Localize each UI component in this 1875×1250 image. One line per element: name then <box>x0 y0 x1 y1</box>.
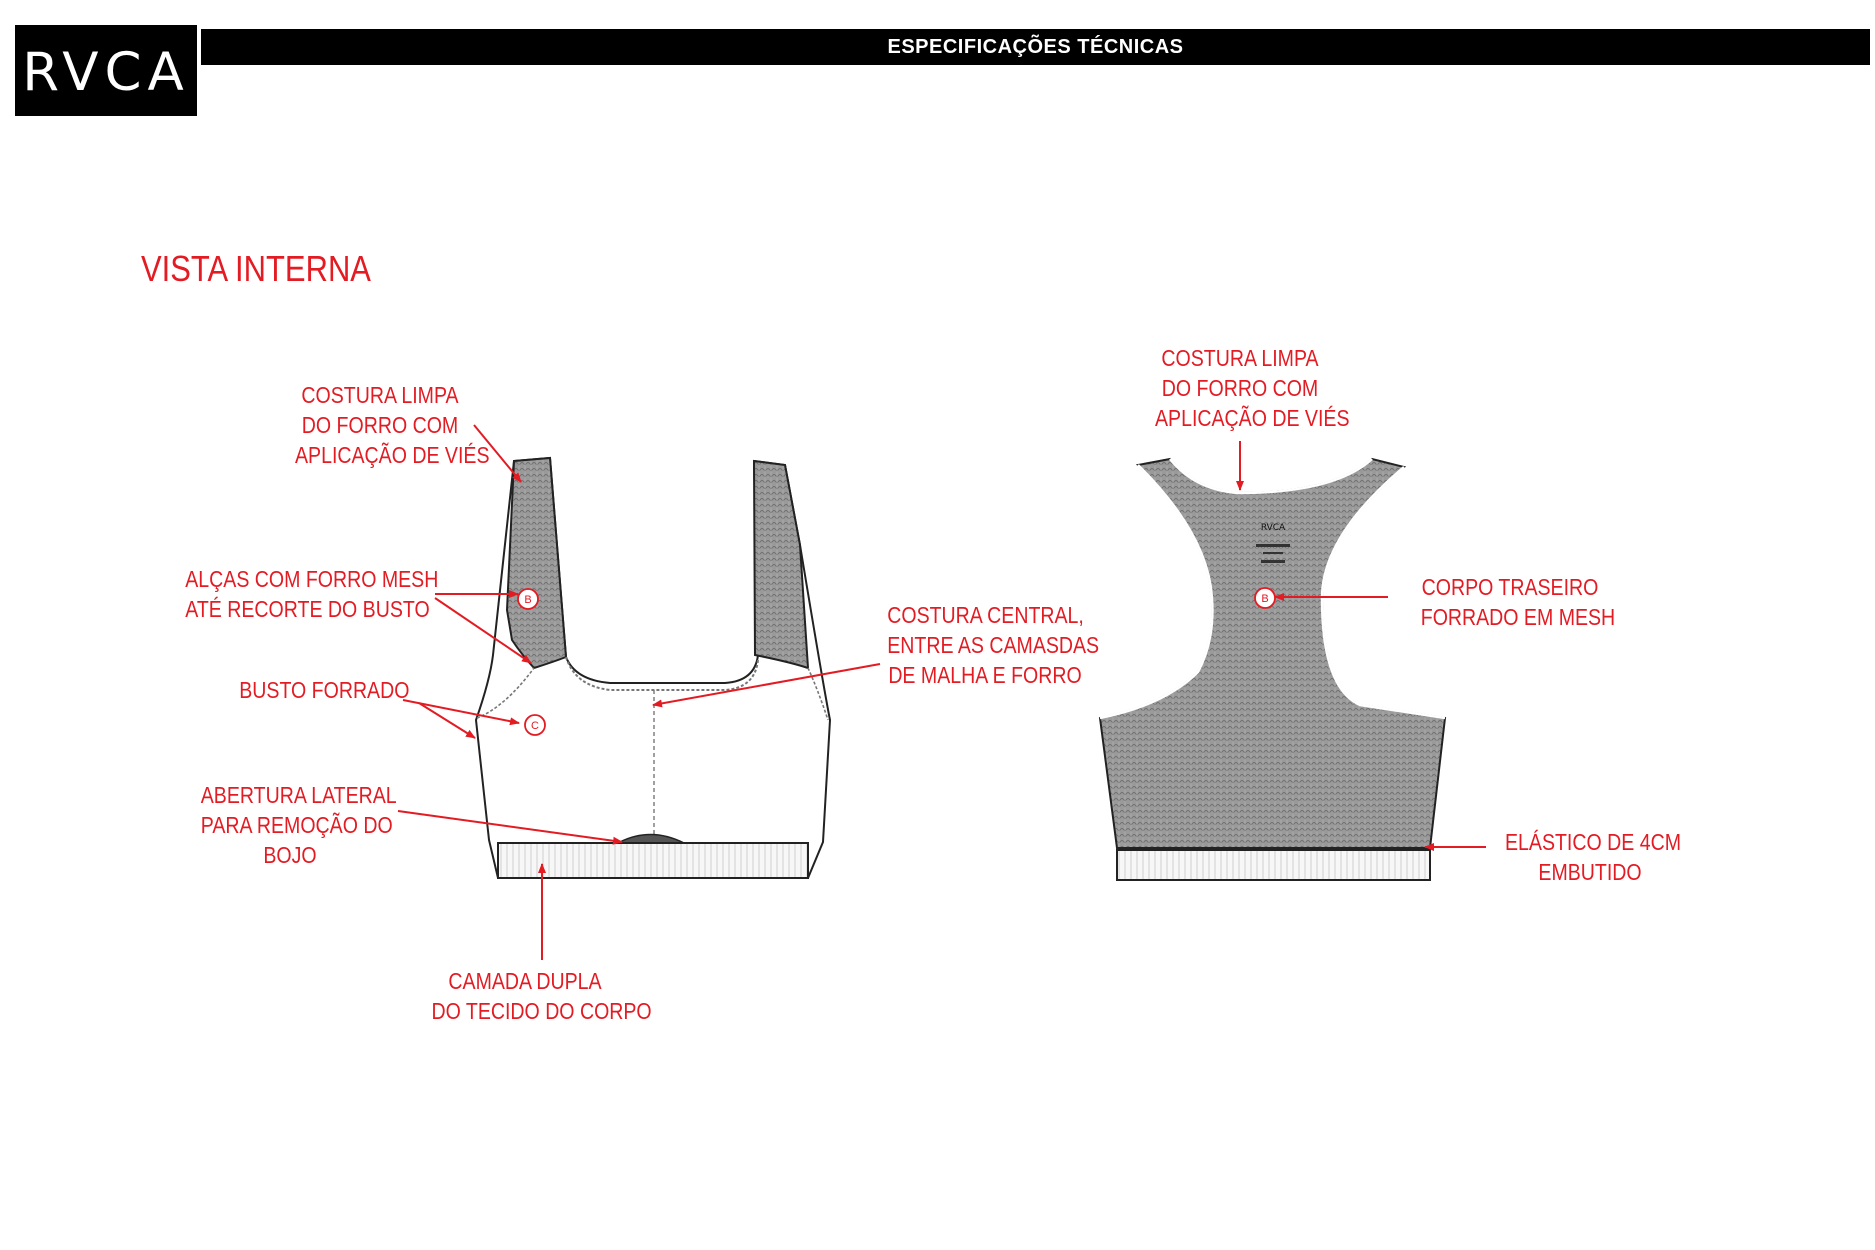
marker-b-front-label: B <box>524 594 531 606</box>
back-neckline-binding <box>1169 458 1373 495</box>
arrow-straps-2 <box>434 597 532 664</box>
back-hem-band <box>1116 849 1431 881</box>
view-title: VISTA INTERNA <box>141 248 371 289</box>
marker-c-front-label: C <box>531 720 539 732</box>
marker-b-back-label: B <box>1261 593 1268 605</box>
front-annotation-arrows <box>397 424 881 960</box>
brand-logo: RVCA <box>15 25 197 116</box>
front-body-outline <box>474 456 832 879</box>
logo-text: RVCA <box>22 41 190 103</box>
arrow-clean-seam <box>473 424 522 483</box>
back-annotation-arrows <box>1236 441 1486 851</box>
back-view: RVCA <box>1098 457 1447 881</box>
annotation-lined-bust: BUSTO FORRADO <box>239 677 410 703</box>
annotation-center-seam: COSTURA CENTRAL, ENTRE AS CAMASDAS DE MA… <box>887 602 1100 688</box>
annotation-back-body: CORPO TRASEIRO FORRADO EM MESH <box>1420 574 1616 630</box>
marker-c-front: C <box>524 714 546 736</box>
arrow-lined-bust-2 <box>418 702 476 739</box>
annotation-side-opening: ABERTURA LATERAL PARA REMOÇÃO DO BOJO <box>200 782 397 868</box>
back-label-logo: RVCA <box>1261 523 1286 533</box>
annotation-double-layer: CAMADA DUPLA DO TECIDO DO CORPO <box>431 968 652 1024</box>
front-left-strap-mesh <box>505 456 568 670</box>
front-right-strap-mesh <box>752 459 810 670</box>
annotation-clean-seam: COSTURA LIMPA DO FORRO COM APLICAÇÃO DE … <box>295 382 490 468</box>
back-body-mesh <box>1098 457 1447 849</box>
back-label-icons <box>1261 560 1285 563</box>
annotation-back-clean-seam: COSTURA LIMPA DO FORRO COM APLICAÇÃO DE … <box>1155 345 1350 431</box>
front-view <box>474 456 832 879</box>
marker-b-back: B <box>1254 587 1276 609</box>
marker-b-front: B <box>517 588 539 610</box>
arrow-lined-bust-1 <box>402 699 520 726</box>
header-bar: ESPECIFICAÇÕES TÉCNICAS <box>201 29 1870 65</box>
back-label-lines-2 <box>1263 552 1283 554</box>
back-label-lines <box>1256 544 1290 547</box>
annotation-straps: ALÇAS COM FORRO MESH ATÉ RECORTE DO BUST… <box>185 566 439 622</box>
page-title: ESPECIFICAÇÕES TÉCNICAS <box>887 36 1184 58</box>
arrow-side-opening <box>397 810 623 845</box>
back-armhole-left <box>1099 464 1214 720</box>
front-neckline-binding <box>565 656 759 691</box>
arrow-center-seam <box>652 663 881 708</box>
annotation-elastic: ELÁSTICO DE 4CM EMBUTIDO <box>1505 829 1681 885</box>
front-hem-band <box>497 842 809 879</box>
